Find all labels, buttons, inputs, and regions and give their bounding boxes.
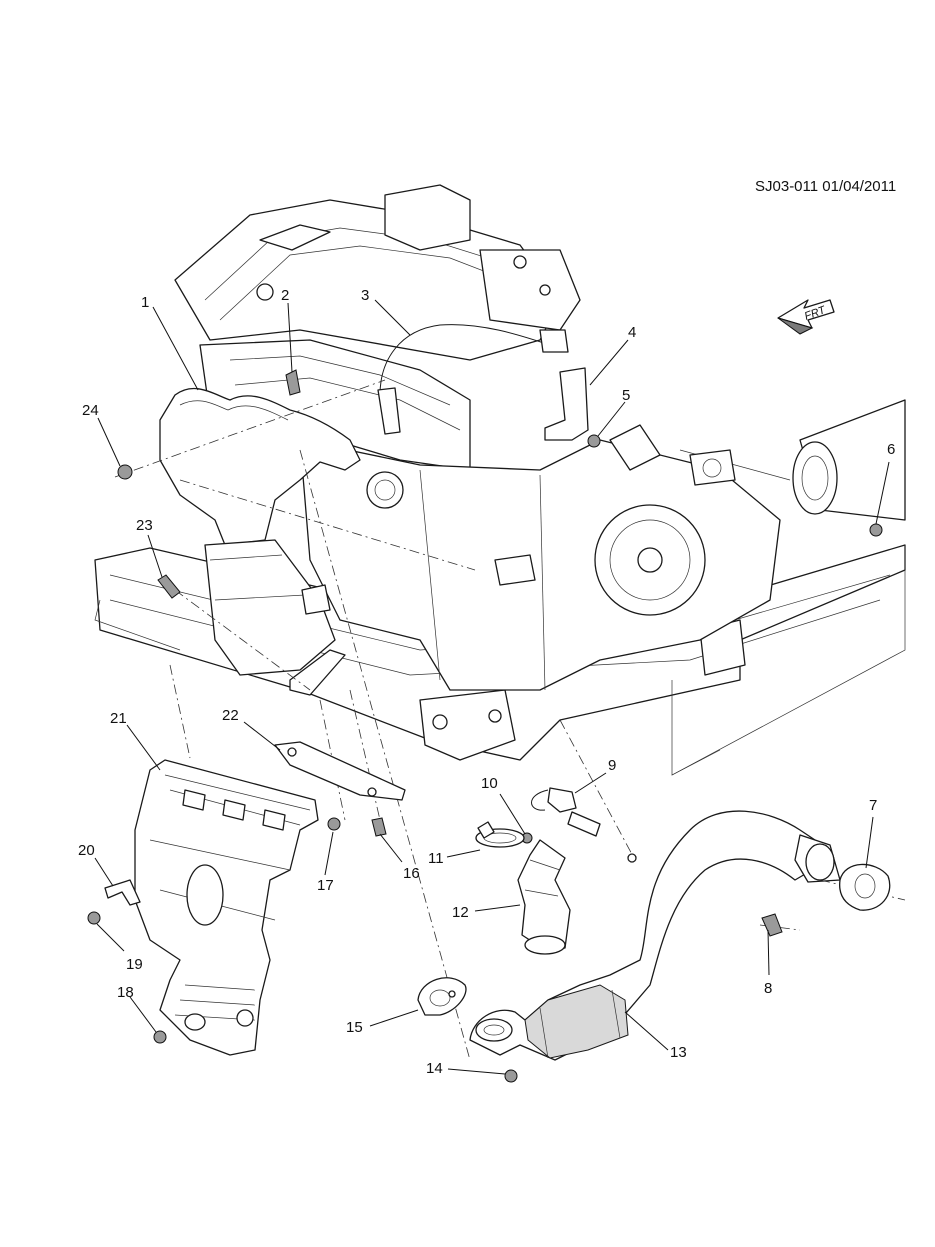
stud-2: [285, 369, 301, 396]
callout-5: 5: [622, 387, 630, 404]
callout-10: 10: [481, 775, 498, 792]
callout-1: 1: [141, 294, 149, 311]
heat-shield: [134, 759, 319, 1056]
callout-9: 9: [608, 757, 616, 774]
clamp-11: [475, 821, 525, 848]
muffler-background: [609, 399, 906, 521]
callout-6: 6: [887, 441, 895, 458]
bolt-19: [87, 911, 101, 925]
callout-4: 4: [628, 324, 636, 341]
callout-15: 15: [346, 1019, 363, 1036]
bracket-20: [104, 879, 141, 906]
callout-3: 3: [361, 287, 369, 304]
callout-18: 18: [117, 984, 134, 1001]
callout-8: 8: [764, 980, 772, 997]
leader-lines: [94, 299, 890, 1075]
callout-23: 23: [136, 517, 153, 534]
callout-22: 22: [222, 707, 239, 724]
bolt-18: [153, 1030, 167, 1044]
manifold-installed: [159, 387, 361, 696]
callout-12: 12: [452, 904, 469, 921]
gasket-7: [839, 863, 891, 911]
callout-2: 2: [281, 287, 289, 304]
callout-16: 16: [403, 865, 420, 882]
bolt-16: [371, 817, 387, 837]
nut-24: [117, 464, 133, 480]
front-direction-arrow: FRT: [777, 299, 835, 335]
callout-14: 14: [426, 1060, 443, 1077]
callout-labels: 1 2 3 4 5 6 7 8 9 10 11 12 13 14 15 16 1…: [78, 287, 895, 1077]
gasket-15: [417, 977, 467, 1016]
callout-7: 7: [869, 797, 877, 814]
callout-21: 21: [110, 710, 127, 727]
exhaust-pipe-13: [469, 810, 841, 1061]
bolt-17: [327, 817, 341, 831]
callout-19: 19: [126, 956, 143, 973]
nut-5: [587, 434, 601, 448]
engine-assembly: [174, 184, 781, 691]
callout-17: 17: [317, 877, 334, 894]
bracket-22: [274, 741, 406, 801]
callout-13: 13: [670, 1044, 687, 1061]
nut-6: [869, 523, 883, 537]
callout-20: 20: [78, 842, 95, 859]
callout-24: 24: [82, 402, 99, 419]
callout-11: 11: [428, 850, 444, 867]
bolt-8: [761, 913, 783, 937]
stud-23: [157, 574, 181, 599]
nut-14: [504, 1069, 518, 1083]
diagram-code: SJ03-011 01/04/2011: [755, 178, 897, 195]
seal-12: [517, 839, 571, 955]
oxygen-sensor-9: [531, 787, 601, 837]
fasteners: [87, 369, 883, 1083]
